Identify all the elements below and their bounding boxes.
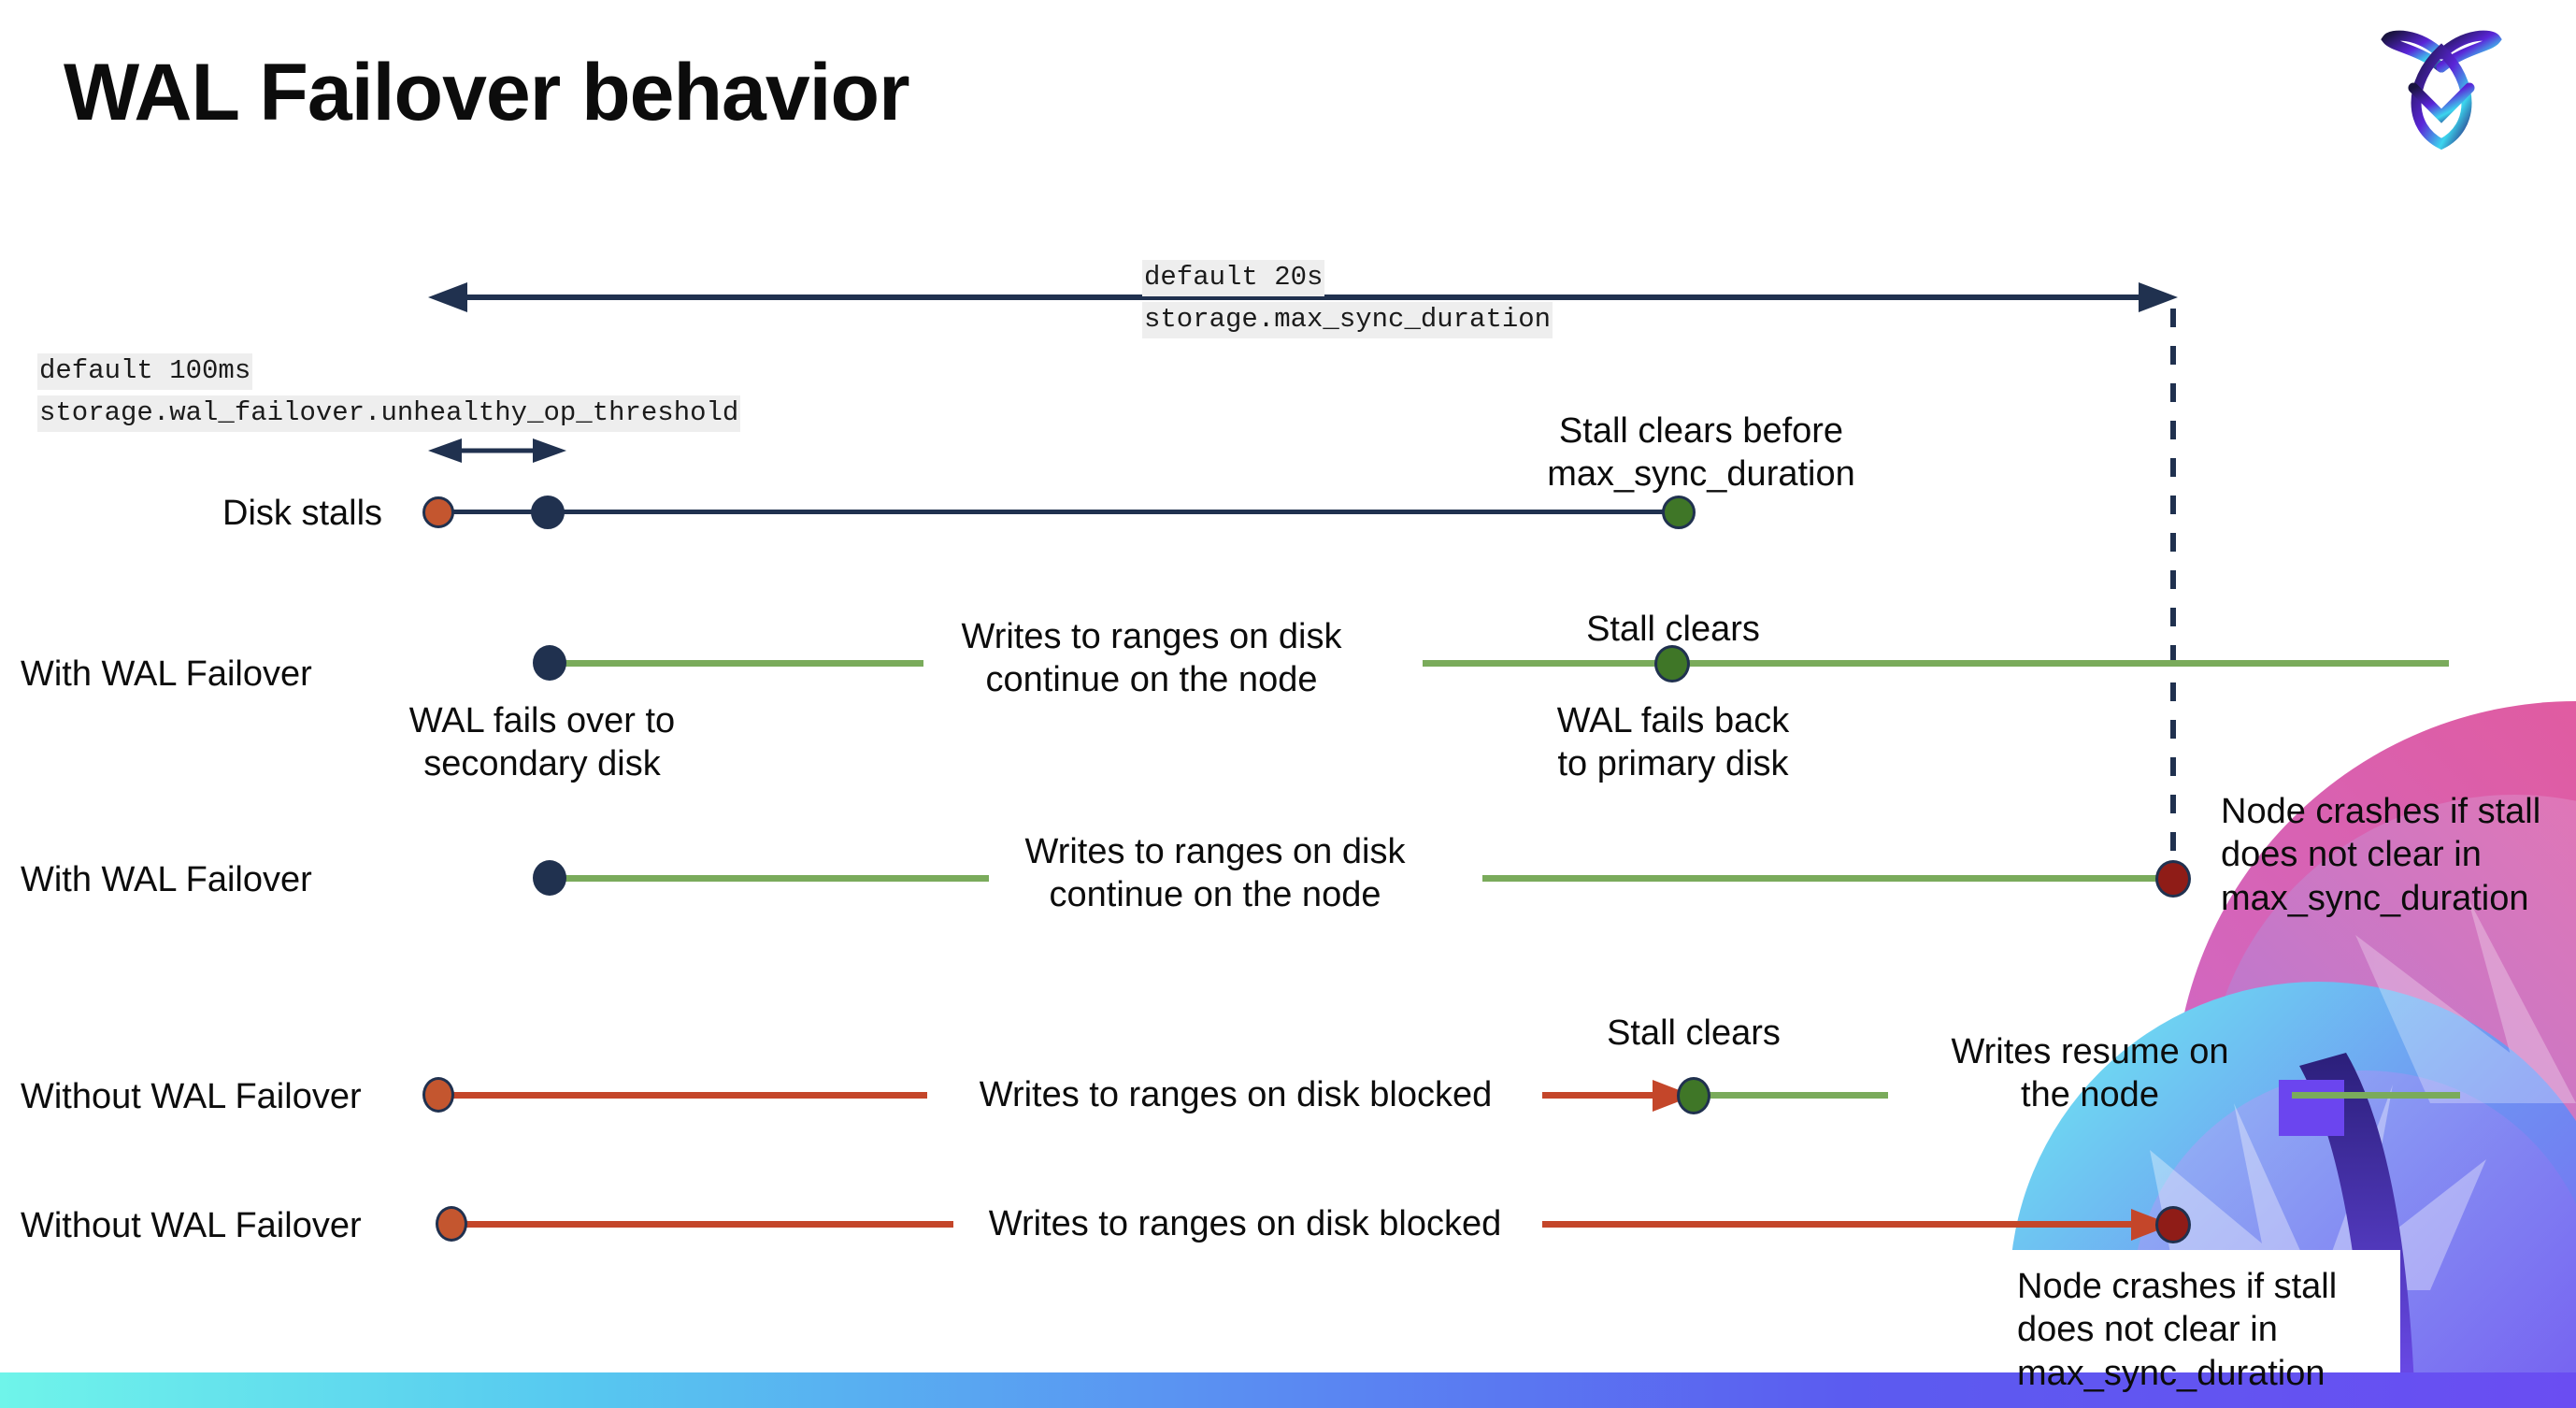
row4-red-segment-right <box>1542 1092 1692 1099</box>
row3-node-crash-note: Node crashes if stall does not clear in … <box>2221 792 2541 918</box>
max-sync-duration-setting-label: default 20s storage.max_sync_duration <box>1142 260 1553 338</box>
row4-stall-clears-note: Stall clears <box>1607 1013 1781 1053</box>
row1-navy-line <box>439 510 1679 514</box>
unhealthy-op-threshold-span-arrow <box>428 438 566 463</box>
row3-green-segment-left <box>550 875 989 882</box>
max-sync-setting-name: storage.max_sync_duration <box>1142 302 1553 338</box>
row4-writes-blocked-note: Writes to ranges on disk blocked <box>979 1075 1493 1114</box>
row3-failover-dot <box>533 860 566 896</box>
unhealthy-op-threshold-setting-label: default 100ms storage.wal_failover.unhea… <box>37 353 741 432</box>
unhealthy-op-default-value: default 100ms <box>37 353 253 390</box>
row1-stall-start-dot <box>422 496 454 528</box>
row2-wal-fails-over-note: WAL fails over to secondary disk <box>408 701 676 784</box>
row2-green-segment-right <box>1423 660 2449 667</box>
artwork-white-mask <box>1970 1250 2400 1372</box>
row2-stall-clears-note: Stall clears <box>1586 610 1760 649</box>
row4-red-segment-left <box>451 1092 927 1099</box>
bottom-gradient-bar <box>0 1372 2576 1408</box>
row-label-with-wal-failover-1: With WAL Failover <box>21 654 312 694</box>
row2-writes-continue-note: Writes to ranges on disk continue on the… <box>961 617 1342 700</box>
row2-stall-clear-dot <box>1654 645 1690 682</box>
row3-green-segment-right <box>1482 875 2174 882</box>
max-sync-default-value: default 20s <box>1142 260 1325 296</box>
row-label-without-wal-failover-1: Without WAL Failover <box>21 1077 362 1116</box>
row-label-disk-stalls: Disk stalls <box>222 494 383 533</box>
row5-node-crash-note: Node crashes if stall does not clear in … <box>2017 1267 2338 1393</box>
cockroachdb-logo-icon <box>2381 30 2502 151</box>
row5-writes-blocked-note: Writes to ranges on disk blocked <box>988 1204 1502 1243</box>
row4-writes-resume-note: Writes resume on the node <box>1951 1032 2229 1115</box>
row5-red-segment-left <box>458 1221 953 1228</box>
row2-wal-fails-back-note: WAL fails back to primary disk <box>1556 701 1790 784</box>
row5-red-segment-right <box>1542 1221 2140 1228</box>
row2-failover-dot <box>533 645 566 681</box>
row4-stall-start-dot <box>422 1077 454 1113</box>
row1-stall-clears-note: Stall clears before max_sync_duration <box>1547 411 1855 495</box>
row2-green-segment-left <box>550 660 923 667</box>
row-label-without-wal-failover-2: Without WAL Failover <box>21 1206 362 1245</box>
page-title: WAL Failover behavior <box>64 48 910 137</box>
row5-stall-start-dot <box>436 1206 467 1242</box>
unhealthy-op-setting-name: storage.wal_failover.unhealthy_op_thresh… <box>37 395 741 432</box>
row1-stall-clear-dot <box>1662 496 1696 529</box>
row4-green-segment-right <box>2292 1092 2460 1099</box>
row4-stall-clear-dot <box>1677 1077 1710 1114</box>
row5-node-crash-dot <box>2155 1206 2191 1243</box>
row1-failover-dot <box>531 496 565 529</box>
row-label-with-wal-failover-2: With WAL Failover <box>21 860 312 899</box>
row3-node-crash-dot <box>2155 860 2191 898</box>
row3-writes-continue-note: Writes to ranges on disk continue on the… <box>1024 832 1406 915</box>
row4-green-segment-mid <box>1701 1092 1888 1099</box>
